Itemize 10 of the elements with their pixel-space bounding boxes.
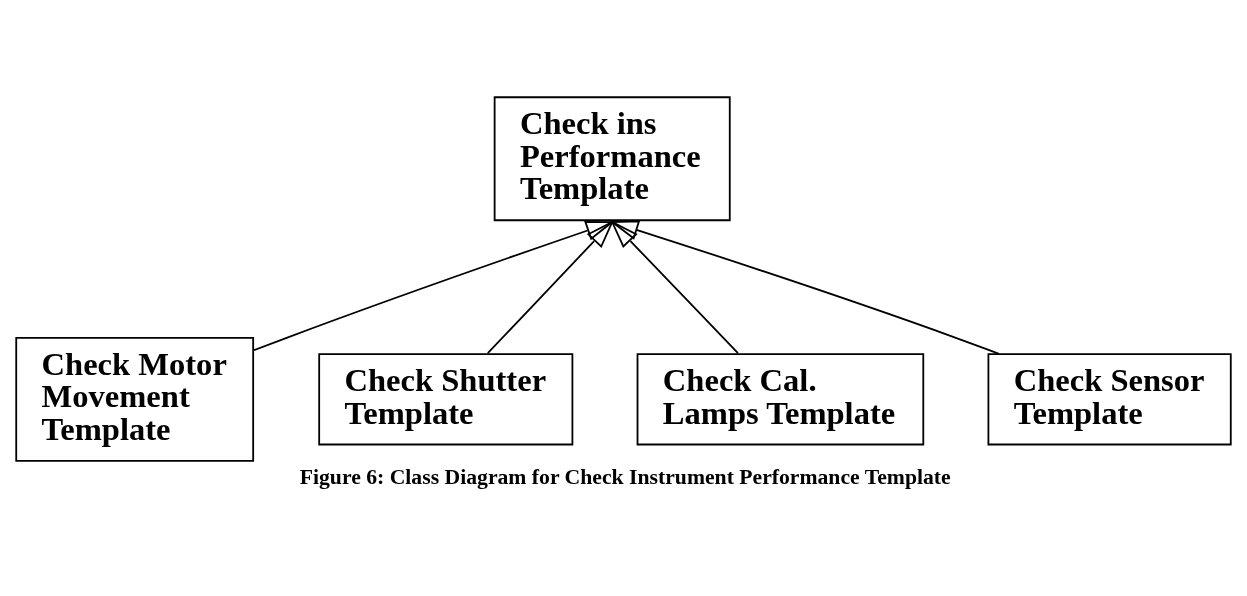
node-box: Check ins Performance Template: [493, 96, 731, 222]
arrow: [609, 220, 1000, 355]
node-box: Check Shutter Template: [318, 353, 574, 446]
arrow: [610, 220, 739, 355]
node-box: Check Sensor Template: [987, 353, 1232, 446]
node-box: Check Motor Movement Template: [15, 336, 255, 462]
caption: Figure 6: Class Diagram for Check Instrument Performance Template: [299, 464, 951, 489]
arrow: [253, 220, 615, 352]
node-box: Check Cal. Lamps Template: [636, 353, 925, 446]
arrow: [486, 220, 615, 355]
